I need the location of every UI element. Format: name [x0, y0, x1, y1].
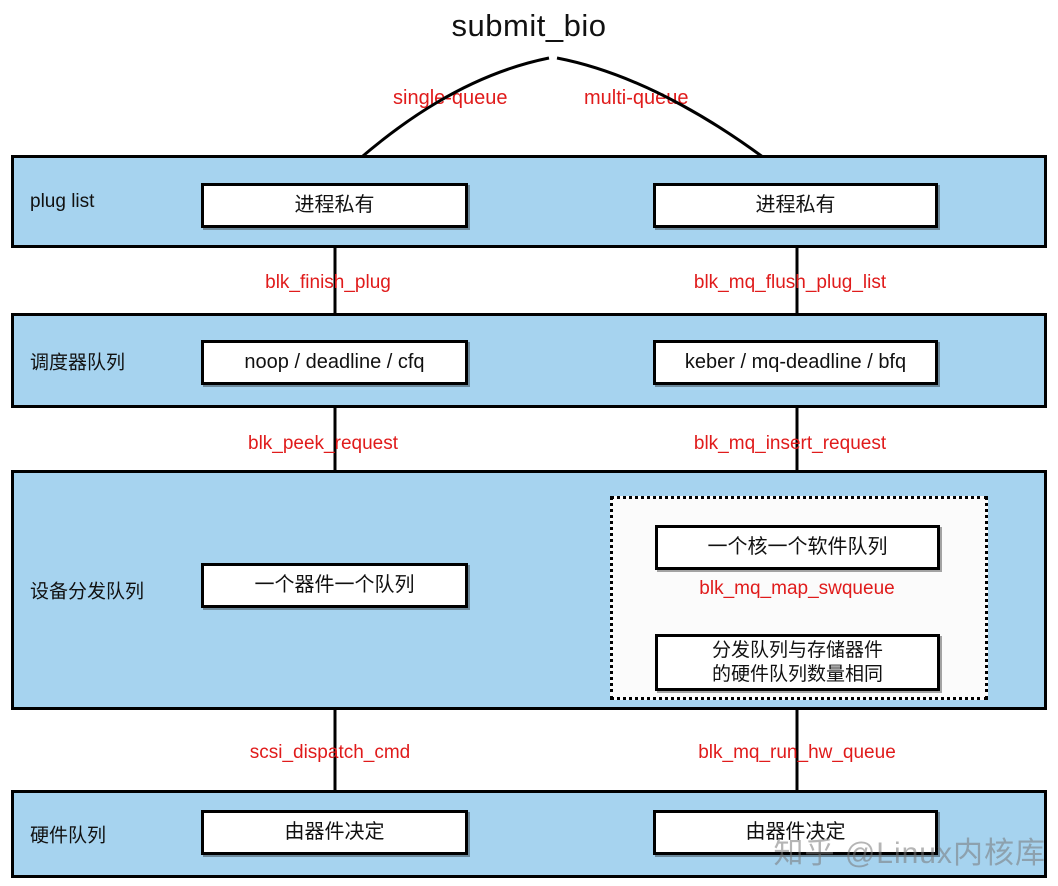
row-label-plug-list: plug list: [30, 190, 95, 212]
node-right-plug-list[interactable]: 进程私有: [653, 183, 938, 228]
node-right-software-queue[interactable]: 一个核一个软件队列: [655, 525, 940, 570]
node-right-hwqueue-count[interactable]: 分发队列与存储器件 的硬件队列数量相同: [655, 634, 940, 691]
row-label-dispatch-queue: 设备分发队列: [30, 581, 145, 603]
node-left-hardware-queue[interactable]: 由器件决定: [201, 810, 468, 855]
node-left-plug-list[interactable]: 进程私有: [201, 183, 468, 228]
edge-label-blk-finish-plug: blk_finish_plug: [265, 272, 391, 293]
edge-label-blk-mq-flush-plug-list: blk_mq_flush_plug_list: [693, 272, 887, 293]
edge-label-blk-mq-run-hw-queue: blk_mq_run_hw_queue: [698, 742, 896, 763]
node-right-hwqueue-count-line1: 分发队列与存储器件: [711, 639, 883, 661]
node-left-scheduler-queue[interactable]: noop / deadline / cfq: [201, 340, 468, 385]
edge-label-scsi-dispatch-cmd: scsi_dispatch_cmd: [249, 742, 411, 763]
node-left-dispatch-queue[interactable]: 一个器件一个队列: [201, 563, 468, 608]
edge-label-blk-mq-insert-request: blk_mq_insert_request: [693, 433, 887, 454]
node-right-hardware-queue[interactable]: 由器件决定: [653, 810, 938, 855]
row-label-hardware-queue: 硬件队列: [30, 825, 107, 847]
branch-label-single-queue: single-queue: [393, 87, 508, 109]
branch-label-multi-queue: multi-queue: [584, 87, 689, 109]
row-label-scheduler-queue: 调度器队列: [30, 352, 126, 373]
node-right-scheduler-queue[interactable]: keber / mq-deadline / bfq: [653, 340, 938, 385]
edge-label-blk-peek-request: blk_peek_request: [248, 433, 398, 454]
page-title: submit_bio: [451, 8, 607, 43]
watermark: 知乎 @Linux内核库: [773, 837, 1046, 870]
edge-label-blk-mq-map-swqueue: blk_mq_map_swqueue: [699, 578, 895, 599]
row-hardware-queue: 硬件队列: [11, 790, 1047, 878]
node-right-hwqueue-count-line2: 的硬件队列数量相同: [711, 663, 883, 685]
